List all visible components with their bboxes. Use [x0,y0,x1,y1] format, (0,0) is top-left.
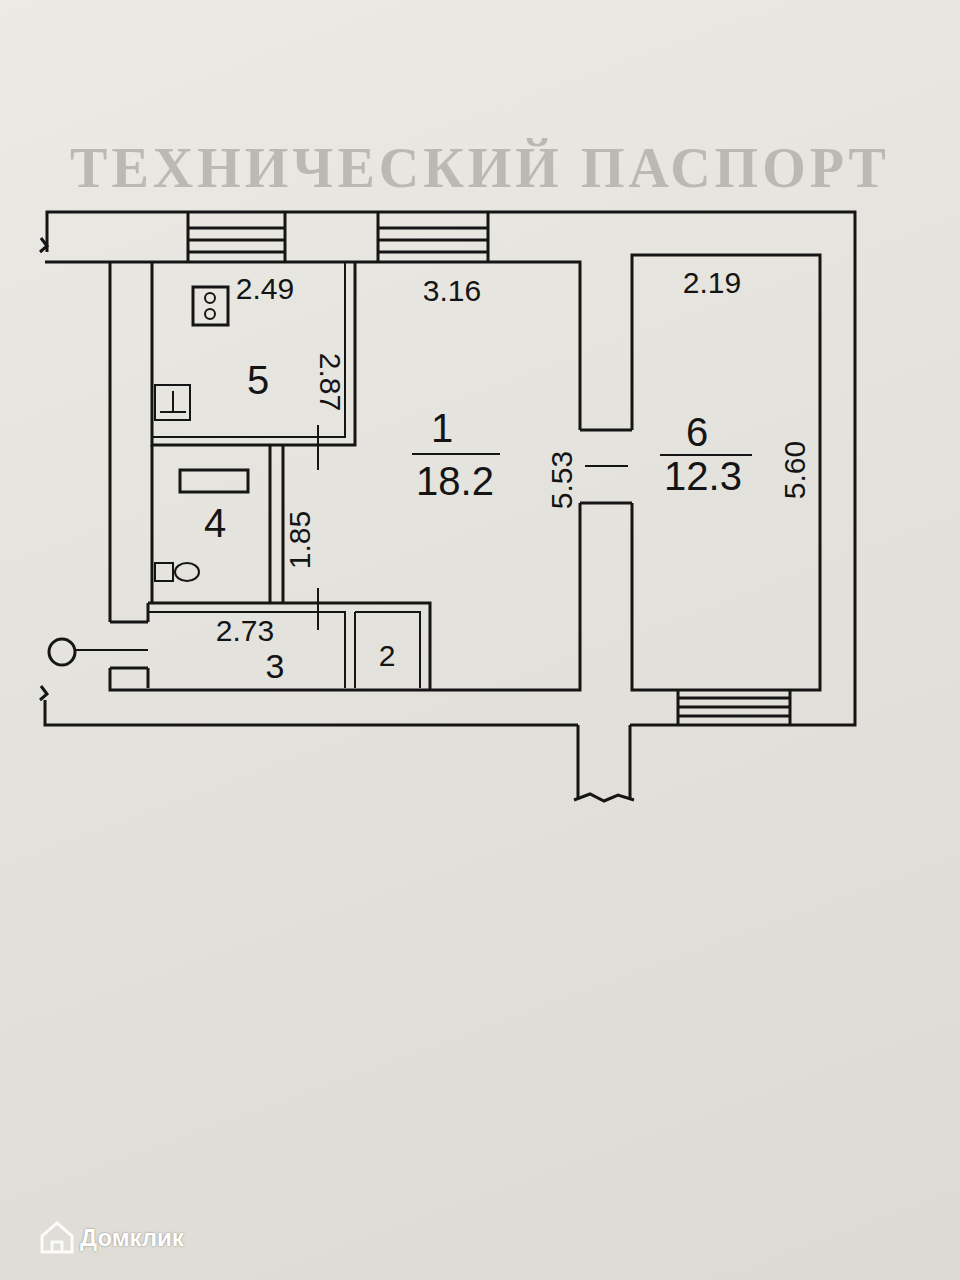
room-number: 4 [204,503,226,543]
partition [152,262,345,437]
house-icon [52,1242,62,1252]
room-number: 2 [379,641,396,671]
walls [40,212,855,801]
stove-burner [205,293,215,303]
dimension: 1.85 [285,511,315,569]
window [678,690,790,725]
window [378,212,488,262]
partition [148,603,430,690]
room-number: 5 [247,360,269,400]
break-mark [40,238,47,252]
sink-symbol [155,385,190,420]
watermark: Домклик [80,1226,184,1250]
room-area: 118.2 [359,266,578,598]
dimension: 2.73 [216,616,274,646]
room-area: 4 [155,448,268,598]
toilet-symbol [175,563,199,581]
dimension-tick [318,425,628,630]
break-mark [574,794,634,801]
outer-wall [47,212,855,725]
room-number: 3 [266,649,285,683]
room-area-value: 18.2 [416,461,494,501]
inner-wall [45,262,580,690]
stove-burner [205,309,215,319]
partition [152,262,355,445]
watermark-icon [42,1223,72,1252]
room-number: 1 [431,408,453,448]
dimension: 3.16 [423,276,481,306]
stove-symbol [193,287,228,325]
fraction-line [412,454,752,455]
dimension: 5.53 [547,451,577,509]
watermark-heading: ТЕХНИЧЕСКИЙ ПАСПОРТ [70,140,890,196]
bath-symbol [180,470,248,492]
sink-symbol [160,391,186,412]
toilet-symbol [155,563,173,581]
door [110,622,148,668]
house-icon [42,1223,72,1252]
dimension: 2.49 [236,274,294,304]
room-number: 6 [686,412,708,452]
outer-wall [45,700,578,725]
entrance-mark [49,639,75,665]
dimension: 2.19 [683,268,741,298]
window [188,212,285,262]
partition [148,612,420,688]
partition [270,445,283,603]
wall-stub [578,725,630,798]
entrance-line [75,649,148,651]
partition [151,445,154,603]
room-area: 2 [357,614,418,687]
partition [147,603,150,688]
inner-wall [632,255,820,690]
break-mark [40,686,47,700]
dimension: 2.87 [315,353,345,411]
room-area-value: 12.3 [664,456,742,496]
dimension: 5.60 [780,441,810,499]
